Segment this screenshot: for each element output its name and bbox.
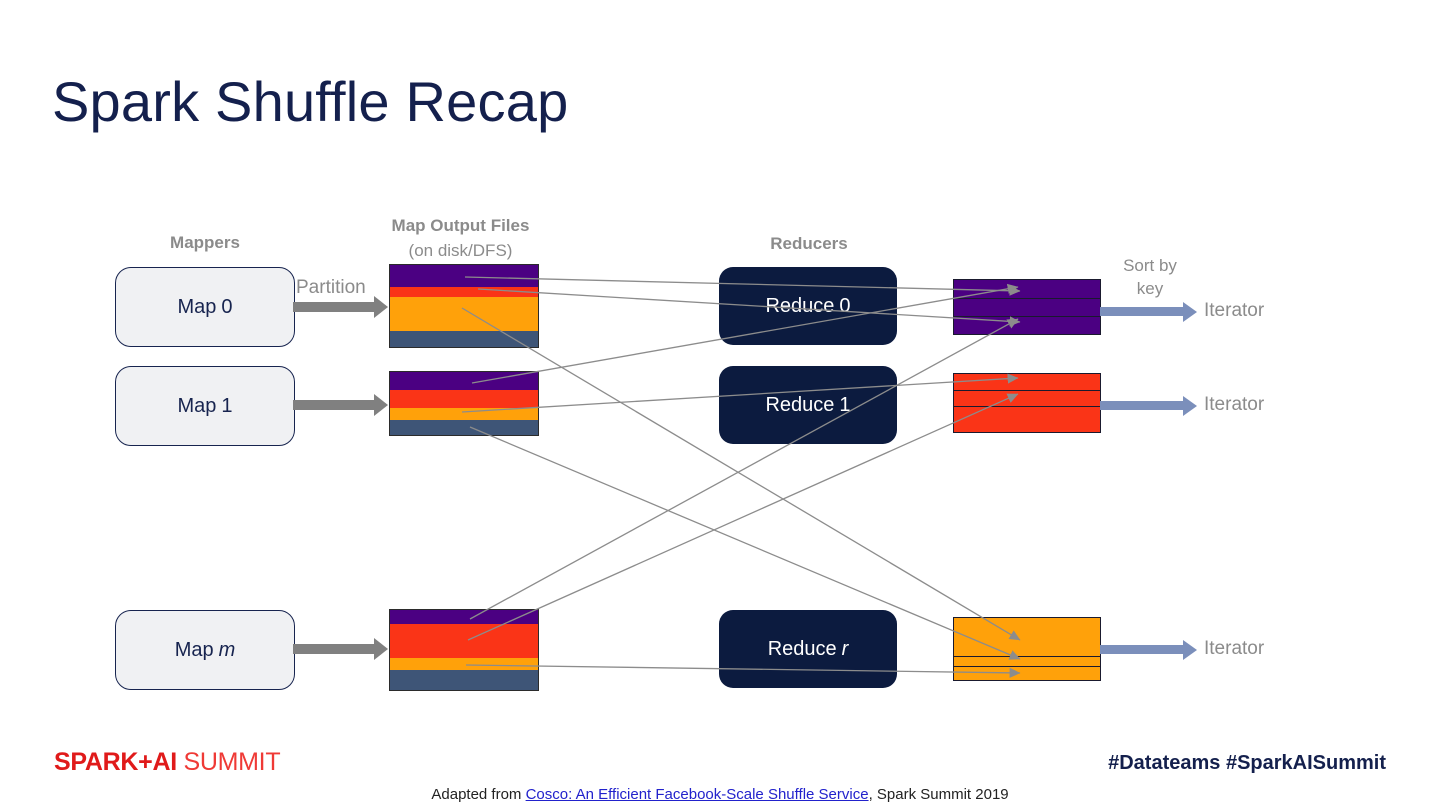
mapper-box-1[interactable]: Map 1 — [115, 366, 295, 446]
sort-arrow-0 — [1100, 301, 1197, 322]
map-m-output-band-1 — [390, 624, 538, 658]
reduce-1-sorted-segment-2 — [954, 406, 1100, 432]
map-1-output-band-3 — [390, 420, 538, 435]
logo-bold-text: SPARK+AI — [54, 748, 177, 776]
reduce-0-sorted-segment-0 — [954, 280, 1100, 298]
reducer-1-label: Reduce — [765, 393, 835, 416]
footer-hashtags: #Datateams #SparkAISummit — [1108, 752, 1386, 774]
map-output-stack-1 — [389, 371, 539, 436]
reducer-box-0[interactable]: Reduce 0 — [719, 267, 897, 345]
map-output-stack-0 — [389, 264, 539, 348]
logo-light-text: SUMMIT — [176, 748, 281, 776]
heading-reducers-label: Reducers — [770, 234, 848, 253]
partition-label: Partition — [296, 277, 366, 298]
reducer-r-index: r — [841, 637, 849, 660]
sort-by-key-label: Sort by key — [1095, 255, 1205, 301]
reducer-output-1 — [953, 373, 1101, 433]
attribution-suffix: , Spark Summit 2019 — [868, 786, 1009, 803]
map-0-output-band-3 — [390, 331, 538, 347]
sort-by-key-line2: key — [1136, 278, 1164, 298]
mapper-m-index: m — [218, 638, 236, 661]
reducer-0-index: 0 — [839, 294, 851, 317]
map-m-output-band-2 — [390, 658, 538, 670]
reducer-output-r — [953, 617, 1101, 681]
reduce-1-sorted-segment-1 — [954, 390, 1100, 406]
map-1-output-band-2 — [390, 408, 538, 420]
page-title: Spark Shuffle Recap — [52, 70, 569, 133]
map-0-output-band-1 — [390, 287, 538, 297]
mapper-m-label: Map — [174, 638, 214, 661]
reduce-r-sorted-segment-1 — [954, 656, 1100, 666]
reducer-box-r[interactable]: Reduce r — [719, 610, 897, 688]
partition-arrow-1 — [293, 394, 388, 416]
mapper-0-index: 0 — [221, 295, 233, 318]
iterator-label-r: Iterator — [1204, 638, 1265, 659]
partition-arrow-0 — [293, 296, 388, 318]
mapper-box-m[interactable]: Map m — [115, 610, 295, 690]
map-0-output-band-2 — [390, 297, 538, 331]
map-m-output-band-0 — [390, 610, 538, 624]
mapper-0-label: Map — [177, 295, 217, 318]
partition-arrow-m — [293, 638, 388, 660]
spark-ai-summit-logo: SPARK+AI SUMMIT — [54, 748, 281, 777]
map-1-output-band-1 — [390, 390, 538, 408]
mapper-1-label: Map — [177, 394, 217, 417]
attribution-prefix: Adapted from — [431, 786, 526, 803]
sort-by-key-line1: Sort by — [1123, 256, 1177, 275]
iterator-label-1: Iterator — [1204, 394, 1265, 415]
reducer-box-1[interactable]: Reduce 1 — [719, 366, 897, 444]
attribution-line: Adapted from Cosco: An Efficient Faceboo… — [0, 786, 1440, 803]
reduce-r-sorted-segment-0 — [954, 618, 1100, 656]
reducer-1-index: 1 — [839, 393, 851, 416]
mapper-1-index: 1 — [221, 394, 233, 417]
sort-arrow-r — [1100, 639, 1197, 660]
heading-mappers: Mappers — [115, 231, 295, 256]
reducer-output-0 — [953, 279, 1101, 335]
reduce-0-sorted-segment-2 — [954, 316, 1100, 334]
map-output-stack-m — [389, 609, 539, 691]
sort-arrow-1 — [1100, 395, 1197, 416]
heading-reducers: Reducers — [719, 232, 899, 257]
reducer-r-label: Reduce — [767, 637, 837, 660]
heading-mappers-label: Mappers — [170, 233, 240, 252]
heading-map-output-files: Map Output Files (on disk/DFS) — [373, 214, 548, 263]
reduce-0-sorted-segment-1 — [954, 298, 1100, 316]
reduce-r-sorted-segment-2 — [954, 666, 1100, 680]
map-m-output-band-3 — [390, 670, 538, 690]
reducer-0-label: Reduce — [765, 294, 835, 317]
map-0-output-band-0 — [390, 265, 538, 287]
reduce-1-sorted-segment-0 — [954, 374, 1100, 390]
attribution-link[interactable]: Cosco: An Efficient Facebook-Scale Shuff… — [525, 786, 869, 803]
mapper-box-0[interactable]: Map 0 — [115, 267, 295, 347]
heading-map-output-files-label: Map Output Files — [391, 216, 530, 235]
heading-map-output-files-sublabel: (on disk/DFS) — [408, 240, 513, 260]
iterator-label-0: Iterator — [1204, 300, 1265, 321]
map-1-output-band-0 — [390, 372, 538, 390]
